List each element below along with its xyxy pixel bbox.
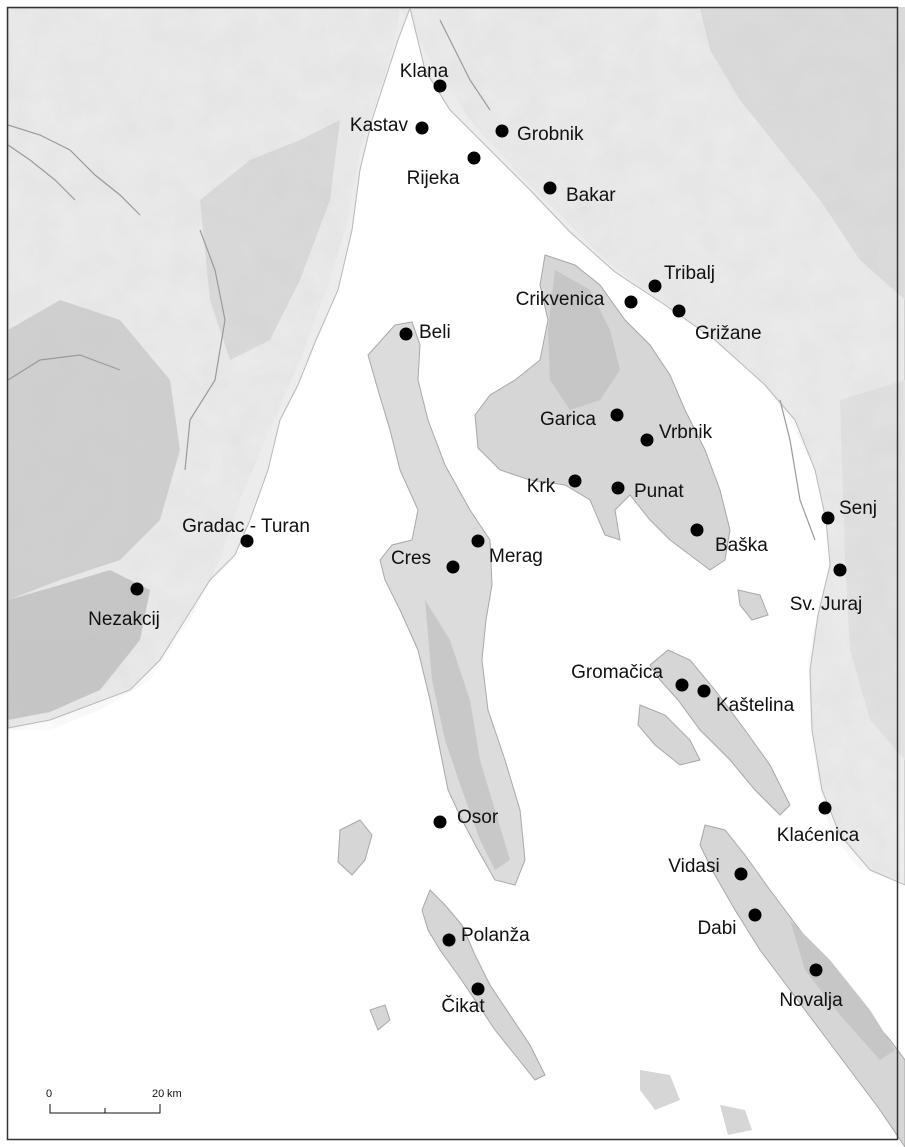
place-marker-klana	[433, 79, 447, 93]
place-marker-polanza	[442, 933, 456, 947]
place-label-baska: Baška	[715, 535, 768, 556]
place-marker-grobnik	[495, 124, 509, 138]
place-label-tribalj: Tribalj	[664, 263, 715, 284]
place-label-bakar: Bakar	[566, 185, 616, 206]
place-label-cres: Cres	[391, 548, 431, 569]
place-label-cikat: Čikat	[441, 995, 485, 1017]
place-marker-senj	[821, 511, 835, 525]
rab-west	[637, 704, 701, 766]
pag-island	[699, 824, 905, 1147]
place-marker-krk	[568, 474, 582, 488]
rab-island	[649, 649, 791, 816]
place-marker-vrbnik	[640, 433, 654, 447]
goli-island	[737, 589, 769, 621]
place-label-klana: Klana	[400, 61, 449, 82]
place-marker-kastav	[415, 121, 429, 135]
cres-relief	[425, 600, 510, 870]
place-marker-bakar	[543, 181, 557, 195]
place-label-grobnik: Grobnik	[517, 124, 584, 145]
southern-islands	[637, 589, 905, 1147]
place-marker-baska	[690, 523, 704, 537]
krk-island	[474, 254, 731, 571]
place-marker-osor	[433, 815, 447, 829]
place-marker-garica	[610, 408, 624, 422]
place-label-garica: Garica	[540, 409, 596, 430]
unije-island	[337, 819, 373, 876]
scale-bar-line	[49, 1104, 161, 1114]
place-label-punat: Punat	[634, 481, 684, 502]
place-label-kastav: Kastav	[350, 115, 409, 136]
place-label-gromacica: Gromačica	[571, 662, 663, 683]
place-marker-gradac-turan	[240, 534, 254, 548]
place-marker-klacenica	[818, 801, 832, 815]
place-label-krk: Krk	[527, 476, 556, 497]
place-label-grizane: Grižane	[695, 323, 762, 344]
place-marker-punat	[611, 481, 625, 495]
place-marker-cikat	[471, 982, 485, 996]
small-islet-2	[720, 1105, 752, 1135]
place-label-polanza: Polanža	[461, 925, 530, 946]
small-islet-1	[640, 1070, 680, 1110]
place-marker-novalja	[809, 963, 823, 977]
place-label-rijeka: Rijeka	[407, 168, 460, 189]
krk-relief	[548, 270, 620, 410]
scale-start-label: 0	[46, 1088, 52, 1100]
map-frame	[6, 6, 899, 1141]
place-marker-rijeka	[467, 151, 481, 165]
place-marker-beli	[399, 327, 413, 341]
place-marker-merag	[471, 534, 485, 548]
krk	[474, 254, 731, 571]
scale-bar: 0 20 km	[46, 1088, 182, 1114]
pag-relief	[790, 920, 895, 1060]
place-label-vidasi: Vidasi	[668, 856, 719, 877]
place-marker-cres	[446, 560, 460, 574]
place-label-senj: Senj	[839, 498, 877, 519]
place-label-crikvenica: Crikvenica	[516, 289, 605, 310]
scale-end-label: 20	[152, 1088, 164, 1100]
place-marker-grizane	[672, 304, 686, 318]
place-label-dabi: Dabi	[697, 918, 736, 939]
place-label-vrbnik: Vrbnik	[659, 422, 713, 443]
place-label-kastelina: Kaštelina	[716, 695, 795, 716]
cres-island	[367, 321, 526, 886]
place-label-nezakcij: Nezakcij	[88, 609, 160, 630]
place-label-sv-juraj: Sv. Juraj	[790, 594, 863, 615]
place-label-merag: Merag	[489, 546, 543, 567]
place-label-beli: Beli	[419, 322, 451, 343]
place-marker-dabi	[748, 908, 762, 922]
place-label-novalja: Novalja	[779, 990, 843, 1011]
susak-island	[369, 1004, 391, 1031]
place-label-klacenica: Klaćenica	[777, 825, 860, 846]
place-marker-nezakcij	[130, 582, 144, 596]
scale-unit-label: km	[167, 1088, 182, 1100]
place-marker-crikvenica	[624, 295, 638, 309]
place-marker-kastelina	[697, 684, 711, 698]
place-label-osor: Osor	[457, 807, 499, 828]
place-marker-vidasi	[734, 867, 748, 881]
place-label-gradac-turan: Gradac - Turan	[182, 516, 310, 537]
rivers	[7, 19, 816, 541]
place-marker-sv-juraj	[833, 563, 847, 577]
place-marker-tribalj	[648, 279, 662, 293]
place-marker-gromacica	[675, 678, 689, 692]
